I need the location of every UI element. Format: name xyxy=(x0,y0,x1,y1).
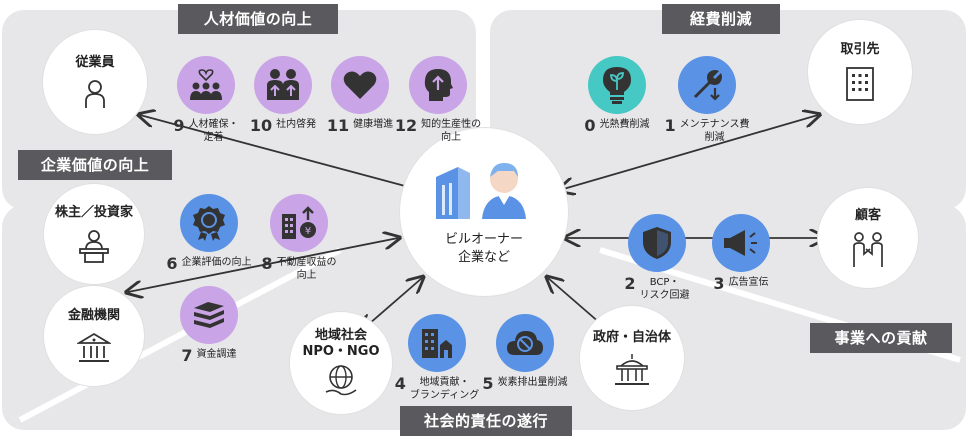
benefit-9-number: 9 xyxy=(173,116,185,135)
benefit-7-label: 資金調達 xyxy=(196,349,237,360)
government-building-icon xyxy=(615,354,649,386)
svg-text:¥: ¥ xyxy=(305,226,311,237)
bank-label: 金融機関 xyxy=(67,307,120,323)
customers-icon xyxy=(853,232,883,268)
benefit-8-label: 不動産収益の 向上 xyxy=(276,257,337,281)
banner-cost-reduction: 経費削減 xyxy=(662,4,780,34)
head-up-icon xyxy=(424,69,453,101)
benefit-10-label: 社内啓発 xyxy=(276,119,317,130)
community-label-line1: 地域社会 xyxy=(314,327,367,343)
office-building-icon xyxy=(846,67,874,102)
people-heart-icon xyxy=(190,69,222,100)
center-label-line1: ビルオーナー xyxy=(444,232,523,248)
government-label: 政府・自治体 xyxy=(592,329,671,345)
stakeholder-partner: 取引先 xyxy=(808,20,912,124)
community-label-line2: NPO・NGO xyxy=(302,344,380,359)
lightbulb-plant-icon xyxy=(603,67,631,104)
globe-hand-icon xyxy=(325,365,357,396)
co2-cloud-icon xyxy=(507,331,543,355)
podium-speaker-icon xyxy=(79,230,109,264)
banner-business-contribution: 事業への貢献 xyxy=(810,323,952,353)
money-stack-icon xyxy=(194,302,224,328)
building-owner-icon xyxy=(436,163,526,220)
stakeholder-customer: 顧客 xyxy=(818,188,918,288)
megaphone-icon xyxy=(724,230,757,256)
team-up-icon xyxy=(267,69,299,100)
building-yen-icon: ¥ xyxy=(282,206,316,239)
award-icon xyxy=(193,206,225,241)
benefit-12-label: 知的生産性の 向上 xyxy=(421,119,482,143)
benefit-3-label: 広告宣伝 xyxy=(728,277,769,288)
stakeholder-bank: 金融機関 xyxy=(44,286,144,386)
partner-label: 取引先 xyxy=(840,41,880,57)
shareholder-label: 株主／投資家 xyxy=(54,204,133,220)
benefit-2-label: BCP・ リスク回避 xyxy=(639,277,690,301)
heart-icon xyxy=(343,71,377,99)
stakeholder-community: 地域社会 NPO・NGO xyxy=(290,312,392,414)
benefit-1-number: 1 xyxy=(664,116,676,135)
benefit-6-label: 企業評価の向上 xyxy=(181,257,252,268)
benefit-4-number: 4 xyxy=(394,374,406,393)
stakeholder-shareholder: 株主／投資家 xyxy=(44,184,144,284)
banner-social-responsibility: 社会的責任の遂行 xyxy=(400,406,572,436)
customer-label: 顧客 xyxy=(854,207,881,223)
shield-icon xyxy=(643,227,671,259)
banner-corporate-value: 企業価値の向上 xyxy=(18,150,172,180)
benefit-11-label: 健康増進 xyxy=(353,119,394,130)
benefit-2-number: 2 xyxy=(624,274,636,293)
benefit-4-label: 地域貢献・ ブランディング xyxy=(409,377,480,401)
benefit-8-number: 8 xyxy=(261,254,273,273)
employee-label: 従業員 xyxy=(75,54,115,70)
center-label-line2: 企業など xyxy=(457,250,510,265)
stakeholder-employee: 従業員 xyxy=(43,30,147,134)
arrow-partner xyxy=(560,115,818,190)
benefit-0-number: 0 xyxy=(584,116,596,135)
bank-building-icon xyxy=(77,333,111,363)
benefit-5-label: 炭素排出量削減 xyxy=(497,377,568,388)
benefit-7-number: 7 xyxy=(181,346,193,365)
town-icon xyxy=(422,329,452,358)
person-icon xyxy=(85,80,105,109)
benefit-1-label: メンテナンス費 削減 xyxy=(679,119,750,143)
benefit-6-number: 6 xyxy=(166,254,178,273)
benefit-12-number: 12 xyxy=(394,116,418,135)
banner-hr-value: 人材価値の向上 xyxy=(178,4,338,34)
benefit-3-number: 3 xyxy=(713,274,725,293)
benefit-9-label: 人材確保・ 定着 xyxy=(188,119,239,143)
benefit-10-number: 10 xyxy=(249,116,273,135)
center-node: ビルオーナー 企業など xyxy=(400,128,568,296)
wrench-icon xyxy=(694,70,722,101)
arrow-shareholder-bank xyxy=(128,238,398,292)
benefit-5-number: 5 xyxy=(482,374,494,393)
stakeholder-government: 政府・自治体 xyxy=(580,306,684,410)
arrow-employee xyxy=(140,115,420,190)
arrow-community xyxy=(362,278,422,330)
benefit-0-label: 光熱費削減 xyxy=(599,119,650,130)
benefit-11-number: 11 xyxy=(326,116,350,135)
